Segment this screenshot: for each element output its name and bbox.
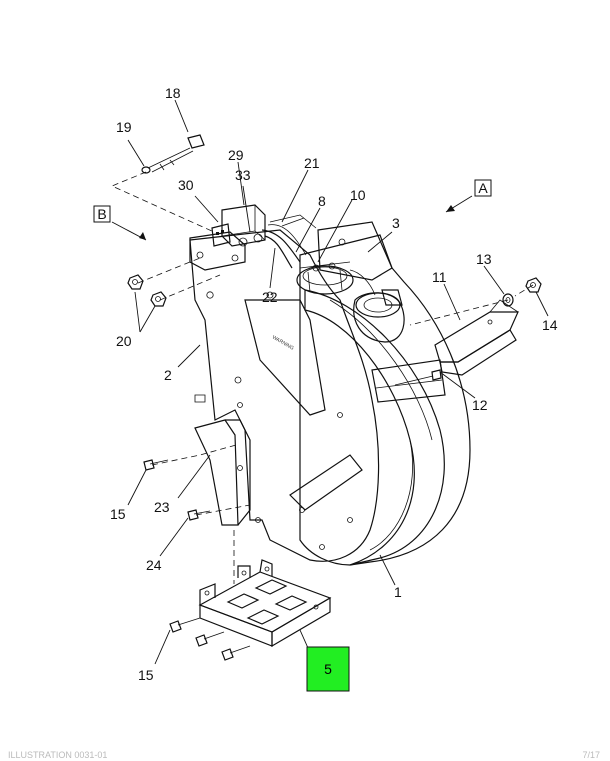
base-plate	[198, 559, 332, 648]
view-arrow-b	[111, 221, 147, 241]
callout-13: 13	[476, 251, 492, 267]
footer-right: 7/17	[582, 750, 600, 760]
nuts-20	[127, 274, 167, 307]
callout-22: 22	[262, 289, 278, 305]
svg-text:WARNING: WARNING	[271, 335, 295, 352]
view-label-a: A	[474, 179, 492, 197]
highlight-item-5[interactable]: 5	[306, 646, 350, 692]
view-arrow-a	[445, 195, 473, 213]
callout-12: 12	[472, 397, 488, 413]
callout-24: 24	[146, 557, 162, 573]
svg-text:B: B	[97, 206, 106, 222]
callout-1: 1	[394, 584, 402, 600]
assembly-lines	[110, 171, 534, 584]
callout-14: 14	[542, 317, 558, 333]
callout-2: 2	[164, 367, 172, 383]
callout-23: 23	[154, 499, 170, 515]
callout-30: 30	[178, 177, 194, 193]
svg-text:A: A	[478, 180, 488, 196]
footer-left: ILLUSTRATION 0031-01	[8, 750, 107, 760]
svg-text:5: 5	[324, 661, 332, 677]
bolt-18	[147, 134, 205, 173]
bolt-24	[187, 509, 211, 521]
washer-13	[502, 293, 514, 307]
sensor-puck	[353, 289, 405, 343]
callout-19: 19	[116, 119, 132, 135]
leader-lines	[127, 99, 549, 665]
callout-29: 29	[228, 147, 244, 163]
side-plate: WARNING	[189, 229, 380, 562]
bracket-23	[194, 419, 251, 526]
nut-14	[525, 277, 542, 293]
reel-housing	[299, 221, 471, 566]
callout-8: 8	[318, 193, 326, 209]
callout-18: 18	[165, 85, 181, 101]
bolts-15-lower	[169, 617, 251, 661]
callout-21: 21	[304, 155, 320, 171]
callout-15-upper: 15	[110, 506, 126, 522]
callout-20: 20	[116, 333, 132, 349]
screw-12	[394, 369, 442, 386]
callout-33: 33	[235, 167, 251, 183]
view-label-b: B	[93, 205, 111, 223]
callout-10: 10	[350, 187, 366, 203]
nut-19	[141, 166, 151, 174]
callout-15-lower: 15	[138, 667, 154, 683]
cover-11	[434, 299, 519, 376]
top-assembly	[189, 204, 376, 296]
callouts: 18 19 29 21 30 33 8 10 3 11 13 22 14 20 …	[110, 85, 558, 683]
callout-11: 11	[432, 269, 447, 285]
callout-3: 3	[392, 215, 400, 231]
footer: ILLUSTRATION 0031-01 7/17	[8, 750, 600, 760]
bolt-15-upper	[143, 459, 169, 471]
